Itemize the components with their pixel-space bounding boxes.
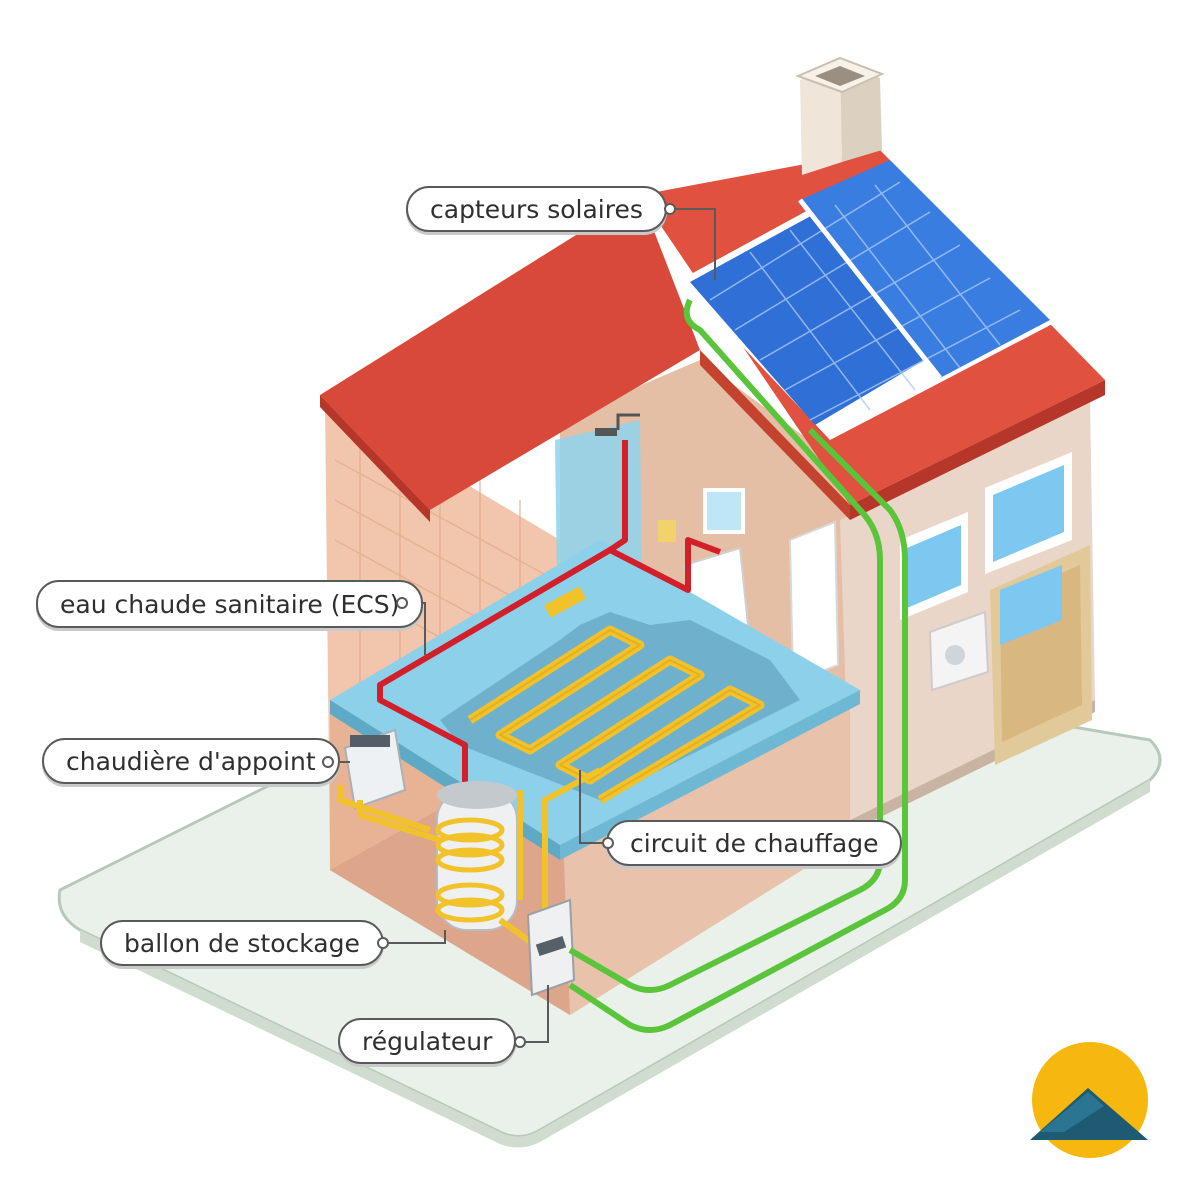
solar-fluid-return <box>568 427 908 1033</box>
label-heating-circuit-dot <box>602 837 614 849</box>
label-domestic-hot-water-dot <box>396 597 408 609</box>
label-storage-tank: ballon de stockage <box>100 920 384 966</box>
regulator <box>526 898 576 997</box>
label-backup-boiler: chaudière d'appoint <box>42 738 340 784</box>
label-domestic-hot-water: eau chaude sanitaire (ECS) <box>36 580 424 628</box>
leader-lines <box>330 208 716 1043</box>
hot-water-pipe <box>377 440 722 790</box>
label-storage-tank-dot <box>377 937 389 949</box>
label-regulator: régulateur <box>338 1018 517 1064</box>
sun-mountain-logo <box>1030 1042 1148 1158</box>
backup-boiler <box>343 728 407 810</box>
label-regulator-dot <box>514 1036 526 1048</box>
window-lower <box>1000 565 1062 645</box>
window-upper <box>985 452 1072 574</box>
solar-panels <box>680 160 1060 440</box>
window-middle <box>900 512 968 620</box>
label-backup-boiler-dot <box>322 756 334 768</box>
storage-tank <box>435 781 518 931</box>
label-solar-collectors-dot <box>664 203 676 215</box>
heating-distribution-pipe <box>337 767 602 948</box>
interior-door <box>788 520 840 684</box>
label-heating-circuit: circuit de chauffage <box>606 820 903 866</box>
label-solar-collectors: capteurs solaires <box>406 186 667 232</box>
chimney <box>795 56 885 175</box>
